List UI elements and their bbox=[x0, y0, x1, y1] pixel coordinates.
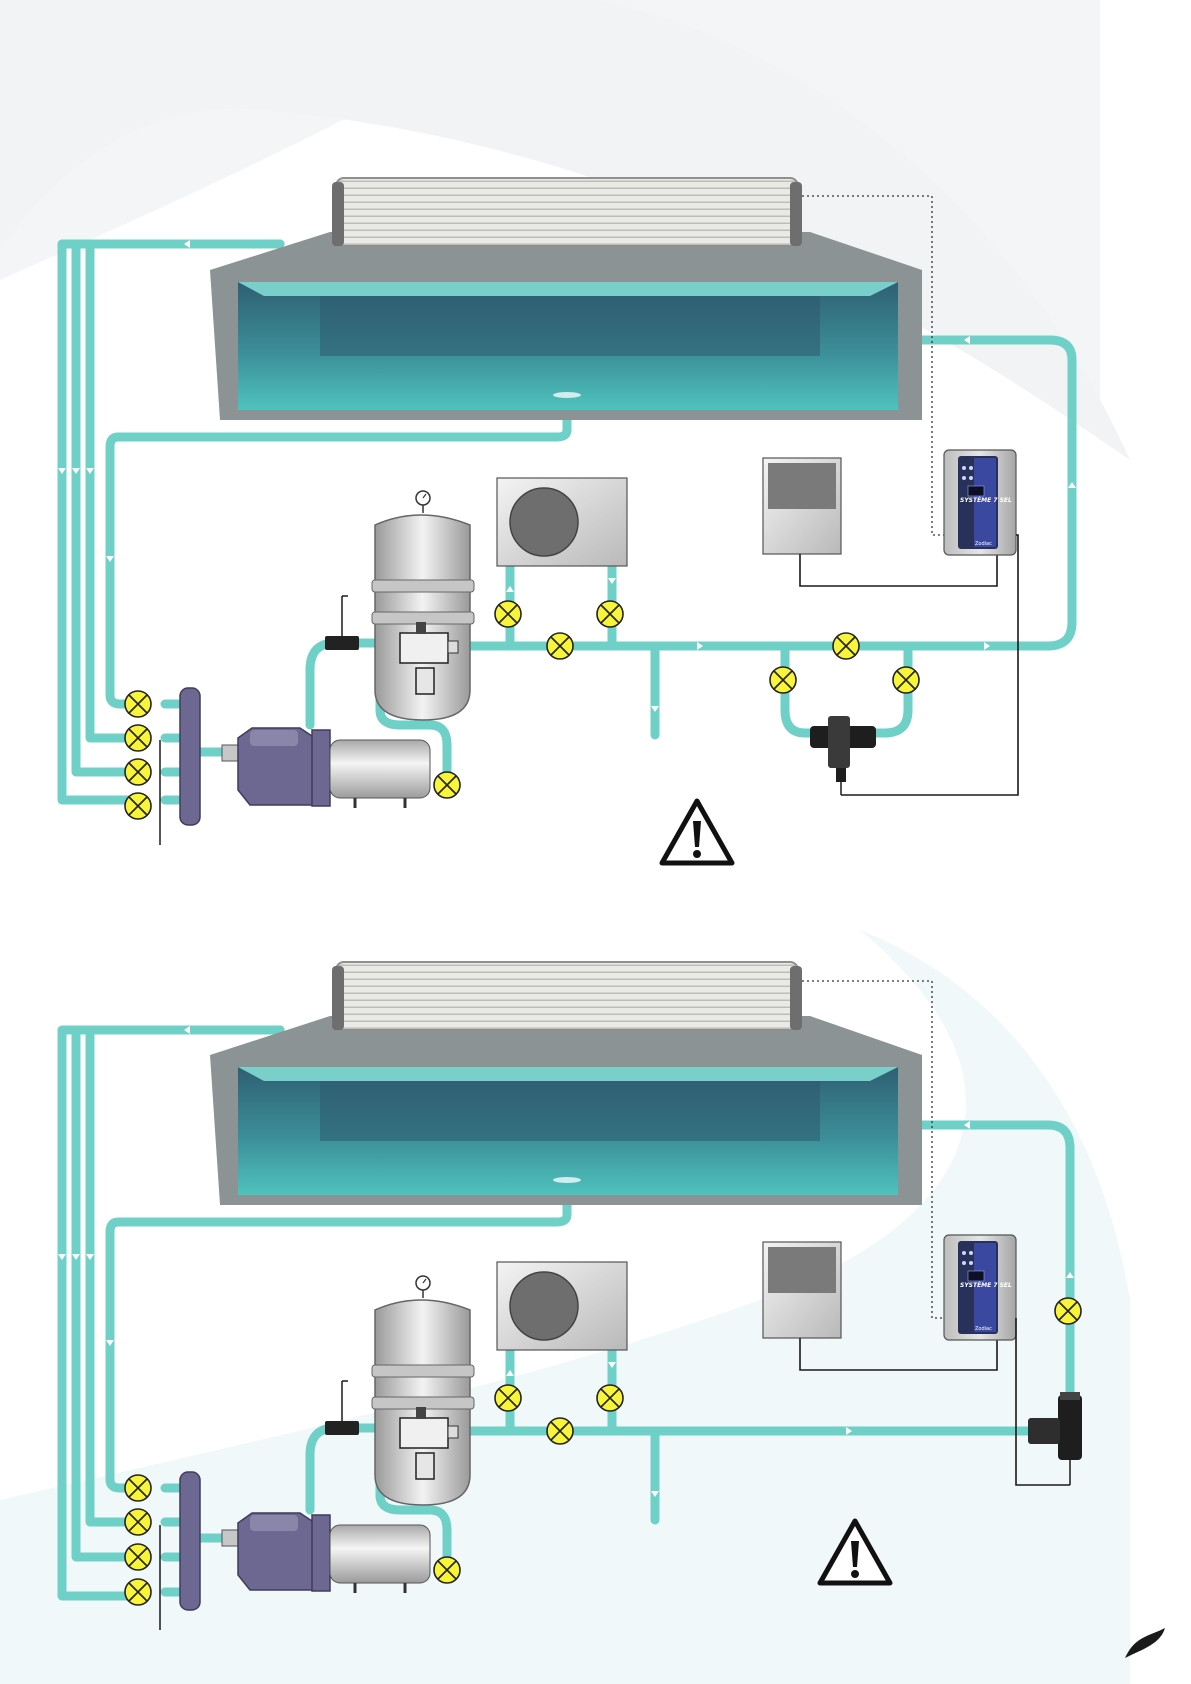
valve-icon bbox=[1055, 1298, 1081, 1324]
valve-icon bbox=[125, 1579, 151, 1605]
sand-filter bbox=[372, 1276, 474, 1505]
valve-icon bbox=[597, 601, 623, 627]
valve-icon bbox=[893, 667, 919, 693]
sand-filter bbox=[372, 491, 474, 720]
electrolysis-cell bbox=[810, 716, 876, 795]
valve-icon bbox=[597, 1385, 623, 1411]
salt-electrolyser: SYSTÈME 7 SEL Zodiac bbox=[944, 1235, 1016, 1340]
electrolyser-brand: Zodiac bbox=[975, 1326, 992, 1332]
flow-sensor bbox=[325, 1381, 359, 1435]
flow-sensor bbox=[325, 596, 359, 650]
salt-electrolyser: SYSTÈME 7 SEL Zodiac bbox=[944, 450, 1016, 555]
control-wire bbox=[800, 553, 997, 586]
electrolyser-label: SYSTÈME 7 SEL bbox=[960, 1282, 1012, 1289]
valve-icon bbox=[833, 633, 859, 659]
leaf-logo-icon bbox=[1125, 1628, 1165, 1658]
valve-icon bbox=[547, 633, 573, 659]
valve-icon bbox=[125, 793, 151, 819]
heat-pump bbox=[497, 1262, 627, 1350]
pool bbox=[210, 1016, 922, 1205]
valve-icon bbox=[125, 691, 151, 717]
valve-icon bbox=[495, 1385, 521, 1411]
valve-icon bbox=[434, 1557, 460, 1583]
valve-icon bbox=[125, 1475, 151, 1501]
valve-icon bbox=[547, 1418, 573, 1444]
control-box bbox=[763, 1242, 841, 1338]
pool-roller-cover bbox=[332, 178, 802, 246]
valve-icon bbox=[125, 759, 151, 785]
pool-roller-cover bbox=[332, 962, 802, 1030]
control-box bbox=[763, 458, 841, 554]
filtration-pump bbox=[222, 1513, 430, 1593]
heat-pump bbox=[497, 478, 627, 566]
cell-wire bbox=[841, 535, 1018, 795]
valve-icon bbox=[125, 1509, 151, 1535]
collector-manifold bbox=[180, 688, 200, 825]
electrolyser-label: SYSTÈME 7 SEL bbox=[960, 497, 1012, 504]
warning-icon bbox=[662, 801, 732, 863]
collector-manifold bbox=[180, 1472, 200, 1610]
electrolyser-brand: Zodiac bbox=[975, 541, 992, 547]
valve-icon bbox=[125, 725, 151, 751]
valve-icon bbox=[495, 601, 521, 627]
valve-icon bbox=[125, 1544, 151, 1570]
valve-icon bbox=[434, 772, 460, 798]
valve-icon bbox=[770, 667, 796, 693]
filtration-pump bbox=[222, 728, 430, 808]
pool bbox=[210, 232, 922, 420]
